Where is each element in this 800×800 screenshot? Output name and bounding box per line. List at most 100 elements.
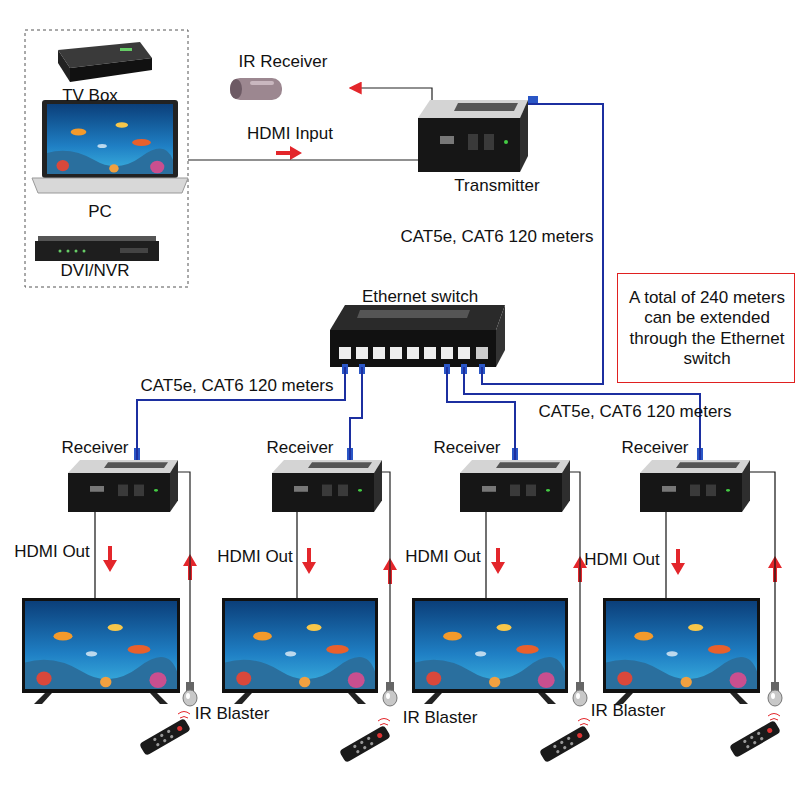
laptop-illustration <box>47 104 173 174</box>
nvr-illustration <box>83 250 86 253</box>
receiver-box: Receiver <box>68 460 178 512</box>
tv-illustration <box>222 598 378 693</box>
ir-blaster-illustration <box>573 682 587 706</box>
port-label: HDMI Out <box>7 542 97 562</box>
signal-wire <box>178 472 190 682</box>
remote-illustration <box>178 712 190 719</box>
tv-illustration <box>34 693 52 704</box>
signal-wire <box>570 472 580 682</box>
signal-wire <box>350 88 432 100</box>
device-label: IR Receiver <box>218 52 348 72</box>
switch-illustration <box>356 347 368 359</box>
ir-receiver-illustration <box>230 79 242 99</box>
ir-receiver-illustration <box>230 78 282 100</box>
cable-label: CAT5e, CAT6 120 meters <box>122 376 352 396</box>
nvr-illustration <box>38 236 156 241</box>
switch-illustration <box>339 347 351 359</box>
receiver-illustration <box>272 460 382 512</box>
nvr-illustration <box>75 250 78 253</box>
remote-illustration <box>729 720 781 758</box>
hdmi-out-wire <box>485 512 486 600</box>
laptop-illustration <box>42 100 178 178</box>
device-label: Transmitter <box>437 176 557 196</box>
nvr-illustration <box>35 236 159 261</box>
device-label: Receiver <box>250 438 350 458</box>
signal-arrow-icon <box>103 546 117 572</box>
device-label: Receiver <box>45 438 145 458</box>
tv-illustration <box>603 598 760 693</box>
device-label: Ethernet switch <box>335 287 505 307</box>
device-label: IR Blaster <box>395 708 485 728</box>
remote-illustration <box>578 719 590 726</box>
ir-blaster-wire <box>750 472 775 682</box>
remote-illustration <box>339 725 391 763</box>
tv-illustration <box>538 693 556 704</box>
device-label: DVI/NVR <box>40 261 150 281</box>
ir-blaster-node: IR Blaster <box>181 682 199 708</box>
switch-box: Ethernet switch <box>330 305 500 367</box>
device-node: IR Receiver <box>222 72 350 104</box>
network-cable <box>350 367 362 460</box>
tv-illustration <box>234 693 252 704</box>
ir-blaster-wire <box>750 472 775 682</box>
nvr-illustration <box>120 248 148 253</box>
signal-arrow-icon <box>302 548 316 574</box>
port-label: HDMI Out <box>398 547 488 567</box>
device-label: IR Blaster <box>583 701 673 721</box>
cable-label: CAT5e, CAT6 120 meters <box>382 227 612 247</box>
signal-wire <box>382 472 390 682</box>
switch-illustration <box>373 347 385 359</box>
ir-blaster-illustration <box>183 682 782 706</box>
device-label: Receiver <box>605 438 705 458</box>
note-box: A total of 240 meters can be extended th… <box>617 273 795 383</box>
port-label: HDMI Out <box>210 547 300 567</box>
signal-arrow-icon <box>276 146 302 160</box>
nvr-illustration <box>67 250 70 253</box>
device-label: IR Blaster <box>187 704 277 724</box>
tv-illustration <box>150 693 168 704</box>
signal-wire <box>188 159 418 160</box>
receiver-illustration <box>68 448 750 512</box>
tv-illustration <box>412 598 568 693</box>
tv-box-illustration <box>70 58 152 82</box>
transmitter-illustration <box>418 96 538 172</box>
nvr-illustration <box>59 250 62 253</box>
laptop-illustration <box>32 178 188 193</box>
device-node: DVI/NVR <box>33 234 159 262</box>
signal-arrow-icon <box>671 549 685 575</box>
receiver-box: Receiver <box>460 460 570 512</box>
tv-illustration <box>730 693 748 704</box>
hdmi-out-wire <box>665 512 666 600</box>
ir-blaster-illustration <box>383 682 397 706</box>
note-text: A total of 240 meters can be extended th… <box>623 288 791 370</box>
ir-blaster-node: IR Blaster <box>571 682 589 708</box>
tv-illustration <box>424 693 442 704</box>
transmitter-box: Transmitter <box>418 100 528 172</box>
switch-illustration <box>330 330 496 367</box>
ir-receiver-illustration <box>250 81 274 85</box>
receiver-box: Receiver <box>640 460 750 512</box>
switch-illustration <box>357 310 470 318</box>
transmitter-illustration <box>528 96 538 103</box>
tv-box-illustration <box>58 50 70 82</box>
remote-illustration <box>768 714 780 721</box>
switch-illustration <box>441 347 453 359</box>
receiver-illustration <box>68 460 178 512</box>
tv-illustration <box>348 693 366 704</box>
hdmi-out-wire <box>296 512 297 600</box>
device-label: TV Box <box>35 86 145 106</box>
cable-label: HDMI Input <box>225 124 355 144</box>
laptop-illustration <box>32 100 188 193</box>
hdmi-out-wire <box>94 512 95 600</box>
ir-receiver-illustration <box>230 78 282 100</box>
nvr-illustration <box>35 241 159 261</box>
receiver-illustration <box>640 460 750 512</box>
remote-illustration <box>139 718 191 756</box>
ir-blaster-illustration <box>183 682 197 706</box>
device-label: Receiver <box>417 438 517 458</box>
tv-box-illustration <box>58 42 152 82</box>
cable-label: CAT5e, CAT6 120 meters <box>520 402 750 422</box>
